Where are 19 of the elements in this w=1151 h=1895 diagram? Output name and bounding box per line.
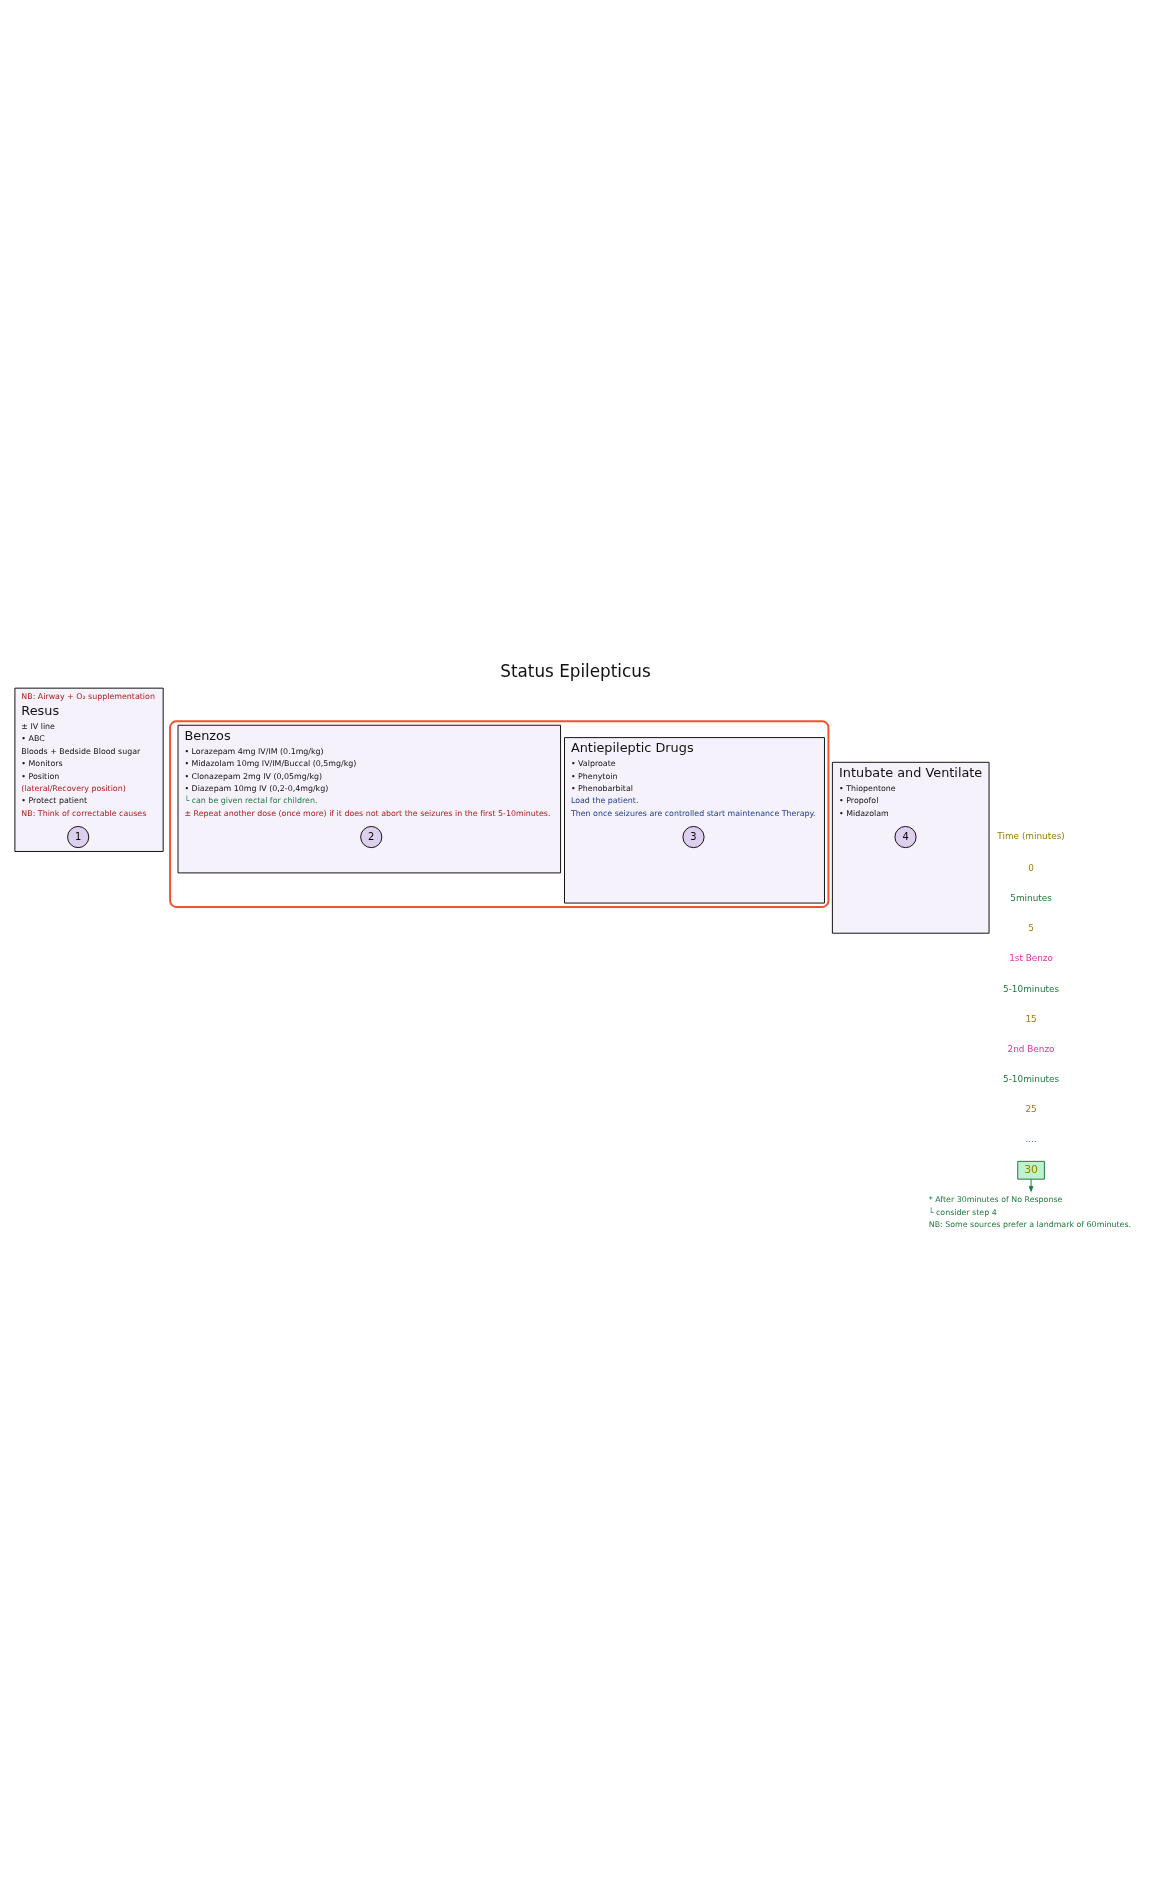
cluster xyxy=(169,719,830,908)
node-circle: 2 xyxy=(360,825,383,848)
diagram-title: Status Epilepticus xyxy=(500,660,651,681)
label: 0 xyxy=(1028,862,1034,873)
label: 5-10minutes xyxy=(1003,1073,1060,1084)
label: 15 xyxy=(1025,1013,1037,1024)
label: 25 xyxy=(1025,1103,1037,1114)
label: 5 xyxy=(1028,922,1034,933)
node-circle: 1 xyxy=(67,825,90,848)
label: 1st Benzo xyxy=(1009,952,1053,963)
node-box: 30 xyxy=(1017,1160,1045,1180)
arrow xyxy=(1028,1178,1034,1192)
node-circle: 3 xyxy=(682,825,705,848)
label: Time (minutes) xyxy=(997,830,1065,841)
label: 5-10minutes xyxy=(1003,983,1060,994)
node-circle: 4 xyxy=(894,825,917,848)
label: 2nd Benzo xyxy=(1007,1043,1055,1054)
label: .... xyxy=(1025,1133,1037,1144)
label: 5minutes xyxy=(1010,892,1052,903)
